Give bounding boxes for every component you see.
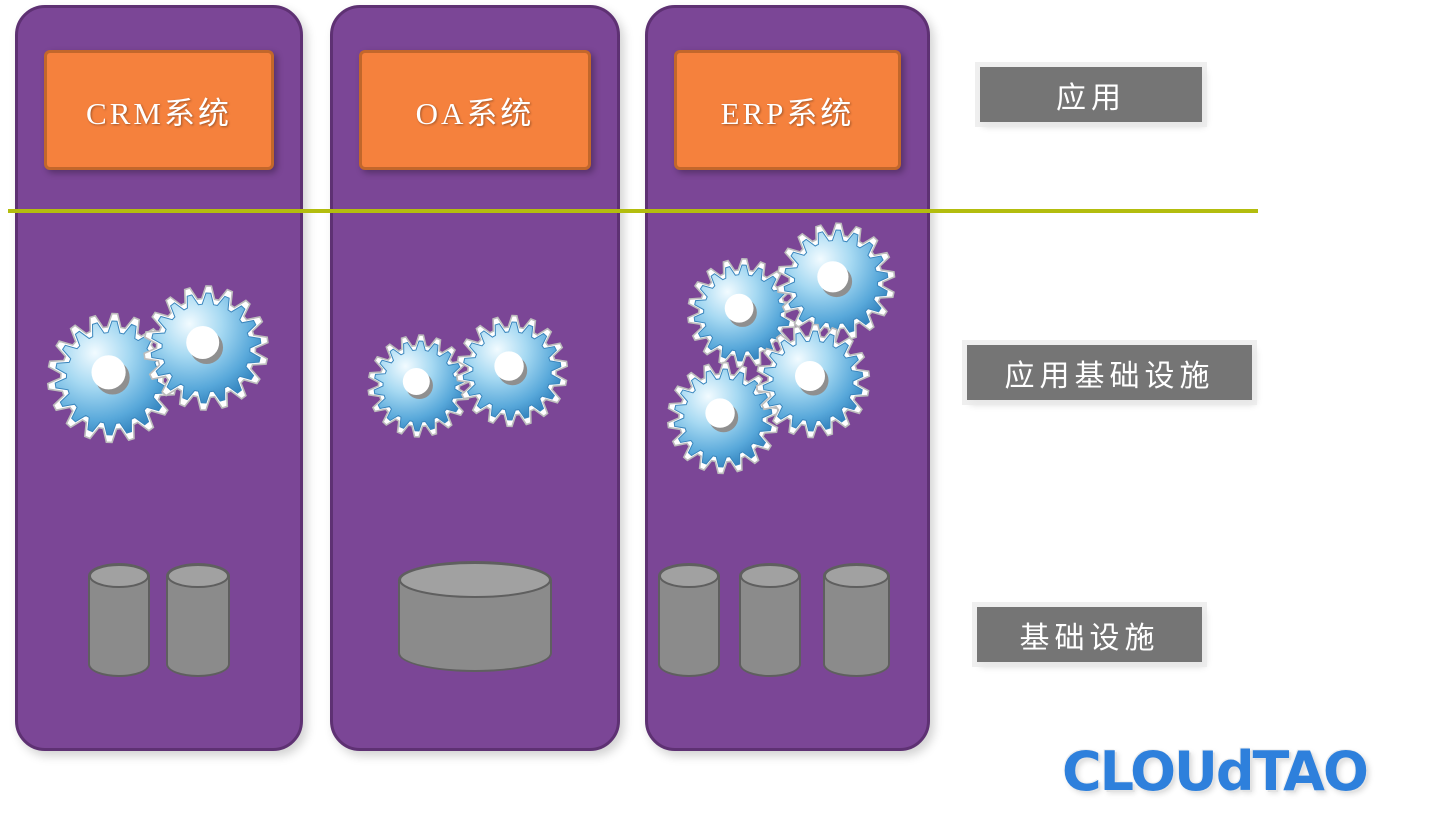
app-box-oa: OA系统	[359, 50, 591, 170]
cloudtao-logo: CLOUdTAO	[1062, 740, 1369, 803]
app-label-oa: OA系统	[415, 95, 535, 131]
layer-label-infrastructure: 基础设施	[977, 607, 1202, 662]
application-layer-divider-line	[8, 209, 1258, 213]
layer-label-application: 应用	[980, 67, 1202, 122]
app-box-crm: CRM系统	[44, 50, 274, 170]
layer-label-application-infrastructure: 应用基础设施	[967, 345, 1252, 400]
layer-label-application-text: 应用	[1056, 81, 1126, 115]
app-label-crm: CRM系统	[86, 95, 232, 131]
silo-column-crm: CRM系统	[15, 5, 303, 751]
layer-label-infrastructure-text: 基础设施	[1019, 621, 1160, 655]
silo-column-oa: OA系统	[330, 5, 620, 751]
layer-label-application-infrastructure-text: 应用基础设施	[1004, 359, 1215, 393]
app-label-erp: ERP系统	[720, 95, 855, 131]
silo-column-erp: ERP系统	[645, 5, 930, 751]
app-box-erp: ERP系统	[674, 50, 901, 170]
